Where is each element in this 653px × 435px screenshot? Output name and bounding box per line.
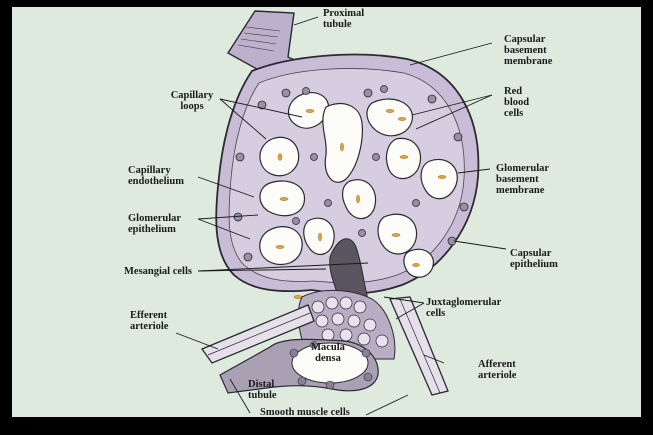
glomerulus-illustration bbox=[175, 10, 507, 416]
label-capillary-endothelium: Capillary endothelium bbox=[128, 165, 185, 187]
afferent-arteriole-shape bbox=[389, 296, 449, 396]
label-capillary-loops: Capillary loops bbox=[170, 90, 214, 112]
nuclei-group bbox=[233, 85, 469, 262]
red-blood-cells-group bbox=[275, 109, 447, 299]
proximal-tubule-brush-border bbox=[237, 26, 281, 52]
label-afferent-arteriole: Afferent arteriole bbox=[478, 359, 517, 381]
leader-lines bbox=[175, 16, 507, 416]
tubule-nuclei-group bbox=[289, 341, 373, 390]
label-red-blood-cells: Red blood cells bbox=[504, 86, 530, 119]
label-capsular-basement-membrane: Capsular basement membrane bbox=[504, 34, 553, 67]
label-efferent-arteriole: Efferent arteriole bbox=[130, 310, 169, 332]
label-macula-densa: Macula densa bbox=[311, 342, 345, 364]
label-glomerular-basement-membrane: Glomerular basement membrane bbox=[496, 163, 550, 196]
label-capsular-epithelium: Capsular epithelium bbox=[510, 248, 558, 270]
capillary-loops-group bbox=[259, 92, 458, 278]
label-distal-tubule: Distal tubule bbox=[248, 379, 277, 401]
label-mesangial-cells: Mesangial cells bbox=[124, 266, 192, 277]
label-proximal-tubule: Proximal tubule bbox=[323, 8, 365, 30]
diagram-slide: Proximal tubule Capsular basement membra… bbox=[12, 7, 641, 417]
label-juxtaglomerular-cells: Juxtaglomerular cells bbox=[426, 297, 502, 319]
label-smooth-muscle-cells: Smooth muscle cells bbox=[260, 407, 350, 417]
efferent-arteriole-shape bbox=[200, 304, 315, 364]
label-glomerular-epithelium: Glomerular epithelium bbox=[128, 213, 182, 235]
jg-cells-group bbox=[311, 296, 389, 348]
